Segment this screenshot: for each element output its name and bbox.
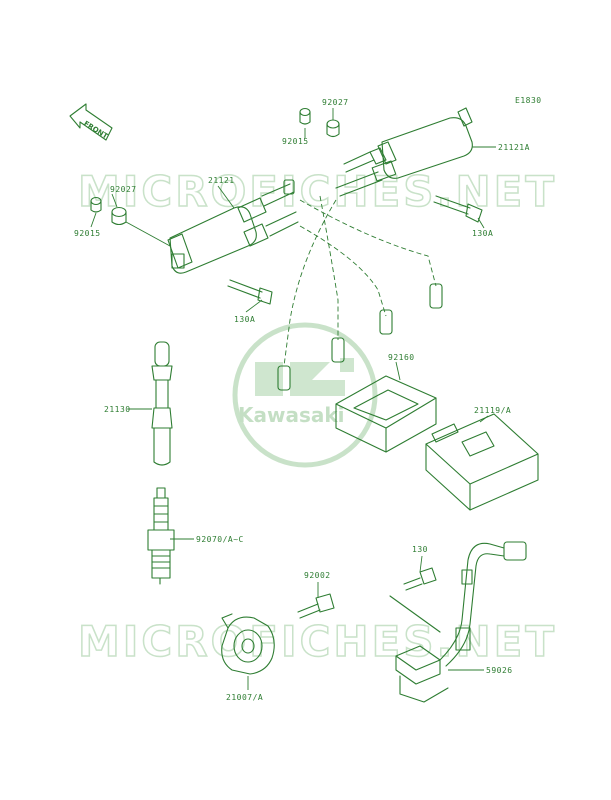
label-21007a: 21007/A [226,693,263,702]
label-59026: 59026 [486,666,513,675]
kawasaki-logo-text: Kawasaki [238,403,345,427]
screw-92002 [297,593,335,619]
bolt-130 [403,567,437,591]
collar-92027-left [111,206,127,226]
leader-lines [90,108,496,690]
watermark-text-bottom: MICROFICHES.NET [78,617,557,666]
label-92027-left: 92027 [110,185,137,194]
watermark-layer: MICROFICHES.NET MICROFICHES.NET Kawasaki [77,166,557,667]
front-arrow-icon: FRONT [69,103,113,141]
label-92002: 92002 [304,571,331,580]
spark-plug-92070 [147,487,175,585]
bolt-130a-left [227,279,273,305]
label-21121: 21121 [208,176,235,185]
label-130a-right: 130A [472,229,493,238]
bolt-130a-right [433,195,483,223]
collar-92027-top [326,119,340,138]
label-92015-left: 92015 [74,229,101,238]
ht-lead-paths [283,195,437,367]
label-130a-left: 130A [234,315,255,324]
label-21130: 21130 [104,405,131,414]
label-130: 130 [412,545,428,554]
label-92070: 92070/A~C [196,535,244,544]
timing-rotor-21007a [221,613,275,675]
plug-cap-21130 [151,341,173,466]
igniter-cover-92160 [335,375,437,453]
ignition-coil-left [167,179,299,274]
part-labels: 92027 92015 21121A 130A 21121 92027 9201… [74,98,530,702]
igniter-21119a [425,413,539,511]
figure-code: E1830 [515,96,542,105]
lead-end-caps [277,283,443,391]
grommet-92015-left [90,196,102,213]
kawasaki-logo-watermark: Kawasaki [232,322,378,468]
label-21121a: 21121A [498,143,530,152]
label-92160: 92160 [388,353,415,362]
grommet-92015-top [299,107,311,125]
pickup-coil-59026 [389,541,527,703]
watermark-text-top: MICROFICHES.NET [78,167,557,216]
label-92015-top: 92015 [282,137,309,146]
label-21119a: 21119/A [474,406,511,415]
label-92027-top: 92027 [322,98,349,107]
ignition-coil-right [335,107,473,197]
